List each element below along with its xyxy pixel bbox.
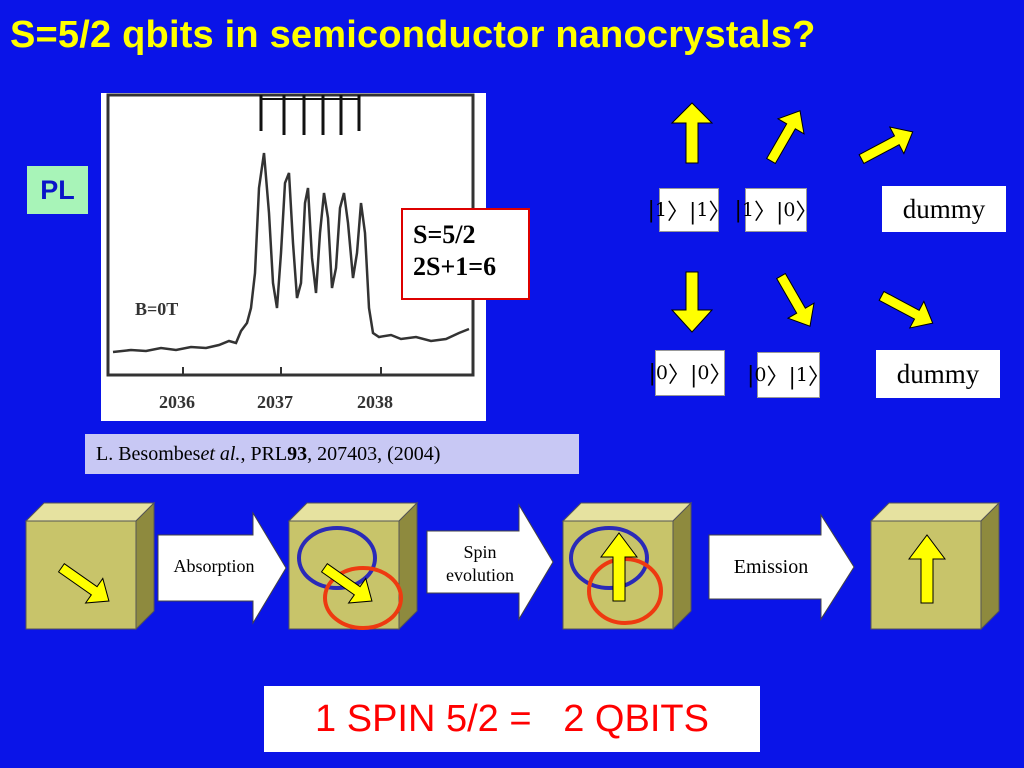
x-tick-label-2037: 2037 <box>257 392 293 412</box>
nanocrystal-cube-1 <box>25 502 155 630</box>
spectrum-curve <box>112 152 470 354</box>
citation-journal: , PRL <box>240 442 288 465</box>
process-diagram <box>25 502 1000 630</box>
ket-10-second: 0 <box>783 199 796 221</box>
nanocrystal-cube-2 <box>288 502 418 630</box>
ket-01-second: 1 <box>795 364 809 386</box>
spin-arrow-up-icon <box>908 534 946 604</box>
spin-evolution-arrow <box>426 503 554 621</box>
spin-arrows-down-row <box>670 271 934 333</box>
arrow-up-tilted-icon <box>765 110 805 165</box>
pl-badge: PL <box>27 166 88 214</box>
citation-etal: et al. <box>200 442 241 465</box>
nanocrystal-cube-3 <box>562 502 692 630</box>
arrow-down-right-icon <box>878 290 934 329</box>
slide-title: S=5/2 qbits in semiconductor nanocrystal… <box>10 14 816 56</box>
dummy-label-top: dummy <box>882 186 1006 232</box>
blue-orbital-circle <box>569 526 649 590</box>
arrow-down-icon <box>670 271 714 333</box>
ket-10: |1〉|0〉 <box>734 188 818 232</box>
ket-11-second: 1 <box>696 199 709 221</box>
arrow-down-tilted-icon <box>775 272 815 327</box>
spin-arrow-tilted-icon <box>320 563 373 604</box>
spin-evolution-label-line2: evolution <box>446 565 514 586</box>
dummy-label-bottom: dummy <box>876 350 1000 398</box>
ket-00: |0〉|0〉 <box>648 350 732 396</box>
ket-00-first: 0 <box>655 362 668 384</box>
pl-spectrum-svg: B=0T 2036 2037 2038 <box>106 93 475 412</box>
spin-evolution-label-line1: Spin <box>463 542 497 562</box>
x-ticks <box>182 367 382 375</box>
arrow-up-right-icon <box>858 126 914 165</box>
absorption-label: Absorption <box>173 556 255 576</box>
x-tick-label-2036: 2036 <box>159 392 195 412</box>
spin-info-box: S=5/2 2S+1=6 <box>401 208 530 300</box>
conclusion-box: 1 SPIN 5/2 = 2 QBITS <box>264 686 760 752</box>
citation-authors: L. Besombes <box>96 442 201 465</box>
absorption-arrow <box>157 511 287 625</box>
spin-arrows-up-row <box>670 102 914 165</box>
ket-11: |1〉|1〉 <box>647 188 731 232</box>
ket-01-first: 0 <box>754 364 767 386</box>
field-label: B=0T <box>135 299 178 319</box>
emission-arrow <box>708 513 855 621</box>
spin-arrow-tilted-icon <box>57 563 110 604</box>
nanocrystal-cube-4 <box>870 502 1000 630</box>
blue-orbital-circle <box>297 526 377 590</box>
spin-value: S=5/2 <box>413 220 476 249</box>
red-orbital-circle <box>323 566 403 630</box>
citation: L. Besombes et al., PRL 93, 207403, (200… <box>85 434 579 474</box>
ket-01: |0〉|1〉 <box>747 352 830 398</box>
transition-markers <box>259 95 361 135</box>
citation-rest: , 207403, (2004) <box>307 442 441 465</box>
arrow-up-icon <box>670 102 714 164</box>
ket-00-second: 0 <box>697 362 710 384</box>
ket-11-first: 1 <box>654 199 667 221</box>
citation-volume: 93 <box>287 442 308 465</box>
multiplicity-value: 2S+1=6 <box>413 252 497 282</box>
emission-label: Emission <box>733 556 809 578</box>
spin-evolution-label: Spin evolution <box>430 541 530 588</box>
spin-arrow-up-icon <box>600 532 638 602</box>
x-tick-label-2038: 2038 <box>357 392 393 412</box>
ket-10-first: 1 <box>741 199 754 221</box>
